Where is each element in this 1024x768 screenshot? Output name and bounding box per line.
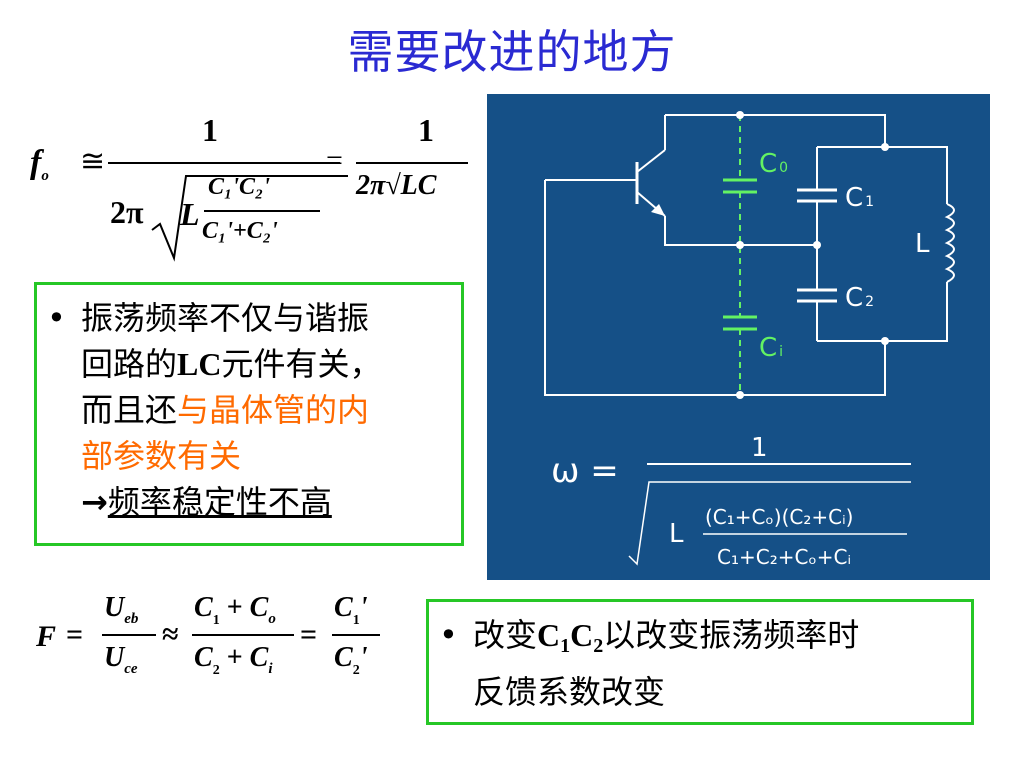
fraction-bar xyxy=(192,634,294,636)
note-box-left: • 振荡频率不仅与谐振 回路的LC元件有关， 而且还与晶体管的内 部参数有关 →… xyxy=(34,282,464,546)
formula-f0-approx: ≅ xyxy=(80,145,106,178)
sqrt-sign xyxy=(151,175,348,262)
page-title: 需要改进的地方 xyxy=(347,25,677,79)
formula-f0-den-prefix: 2π xyxy=(110,194,144,230)
note-line: 回路的LC元件有关， xyxy=(81,345,382,383)
fraction-bar xyxy=(204,210,320,212)
omega-inner-den: C₁+C₂+Cₒ+Cᵢ xyxy=(717,545,851,569)
formula-F-eq2: = xyxy=(300,618,318,651)
fraction-bar xyxy=(108,162,340,164)
formula-F-eq: = xyxy=(66,618,84,651)
formula-f0-inner-num: C₁'C₂' xyxy=(208,174,271,200)
formula-F-den: C2 + Ci xyxy=(194,642,273,678)
note-line: 振荡频率不仅与谐振 xyxy=(81,299,370,337)
formula-F-den2: C2' xyxy=(334,642,368,678)
formula-f0: fo ≅ 1 2π L C₁'C₂' C₁'+C₂' = 1 2π√LC xyxy=(30,110,480,270)
formula-F-num: C1 + Co xyxy=(194,592,276,628)
note-line: 部参数有关 xyxy=(81,437,242,475)
formula-F-uce: Uce xyxy=(104,642,138,677)
bullet: • xyxy=(439,616,458,654)
note-line: 改变C1C2以改变振荡频率时 xyxy=(473,616,860,657)
formula-F-num2: C1' xyxy=(334,592,368,628)
fraction-bar xyxy=(332,634,380,636)
omega-L: L xyxy=(669,519,684,549)
label-inductor: L xyxy=(915,229,930,259)
note-line: 反馈系数改变 xyxy=(473,673,666,711)
formula-f0-lhs: fo xyxy=(30,144,49,184)
formula-f0-L: L xyxy=(180,196,200,232)
bullet: • xyxy=(47,299,66,337)
fraction-bar xyxy=(356,162,468,164)
fraction-bar xyxy=(102,634,156,636)
omega-num: 1 xyxy=(751,433,768,463)
formula-f0-inner-den: C₁'+C₂' xyxy=(202,218,278,244)
arrow-icon: → xyxy=(81,483,108,521)
note-line: 而且还与晶体管的内 xyxy=(81,391,370,429)
formula-f0-den2: 2π√LC xyxy=(356,170,437,201)
note-box-right: • 改变C1C2以改变振荡频率时 反馈系数改变 xyxy=(426,599,974,725)
formula-feedback: F = Ueb Uce ≈ C1 + Co C2 + Ci = C1' C2' xyxy=(36,592,396,692)
formula-f0-equals: = xyxy=(326,144,343,177)
formula-F-lhs: F xyxy=(36,620,57,653)
formula-F-ueb: Ueb xyxy=(104,592,139,627)
omega-inner-num: (C₁+Cₒ)(C₂+Cᵢ) xyxy=(705,505,853,529)
formula-f0-num1: 1 xyxy=(202,112,218,148)
formula-F-approx: ≈ xyxy=(162,618,179,651)
formula-f0-num2: 1 xyxy=(418,112,434,148)
note-conclusion: →频率稳定性不高 xyxy=(81,483,332,521)
omega-lhs: ω = xyxy=(551,451,619,491)
